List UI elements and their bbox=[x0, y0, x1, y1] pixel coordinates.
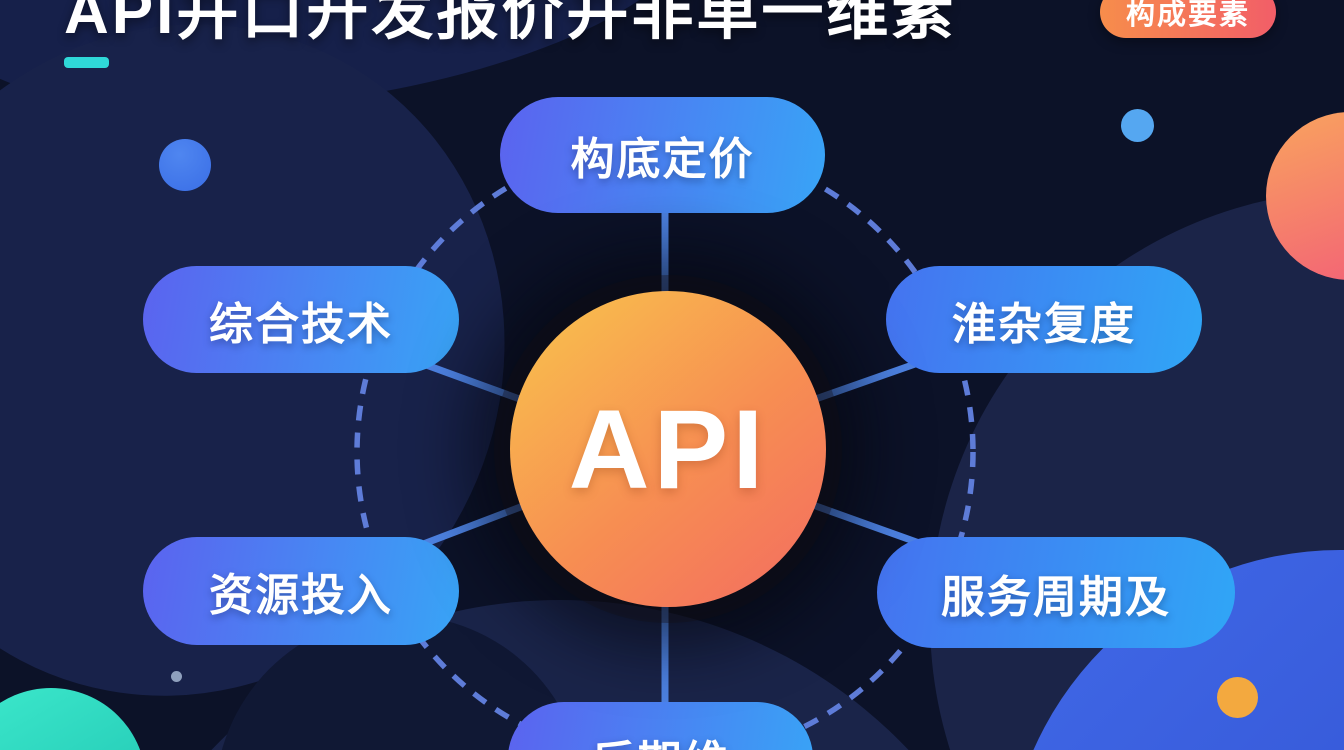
node-complexity: 淮杂复度 bbox=[886, 266, 1202, 373]
orange-dot-decoration bbox=[1217, 677, 1258, 718]
node-maintenance: 后期维 bbox=[508, 702, 813, 750]
blue-circle-decoration-right bbox=[1121, 109, 1154, 142]
node-resources: 资源投入 bbox=[143, 537, 459, 645]
page-title: API并口开发报价并非单一维素 bbox=[64, 0, 957, 47]
node-tech: 综合技术 bbox=[143, 266, 459, 373]
dashed-ring bbox=[354, 141, 976, 750]
header-badge: 构成要素 bbox=[1100, 0, 1277, 38]
node-base-pricing: 构底定价 bbox=[500, 97, 825, 213]
node-label: 淮杂复度 bbox=[952, 299, 1136, 349]
node-label: 资源投入 bbox=[209, 571, 393, 620]
node-label: 构底定价 bbox=[570, 135, 755, 184]
api-label: API bbox=[568, 386, 768, 512]
blue-circle-decoration-left bbox=[159, 139, 211, 191]
node-label: 综合技术 bbox=[209, 299, 393, 349]
node-label: 服务周期及 bbox=[941, 572, 1171, 622]
gray-dot-decoration bbox=[171, 671, 182, 682]
node-label: 后期维 bbox=[592, 726, 730, 750]
node-service-cycle: 服务周期及 bbox=[877, 537, 1235, 648]
api-center-circle: API bbox=[510, 291, 826, 607]
badge-label: 构成要素 bbox=[1126, 0, 1251, 31]
title-underline bbox=[64, 57, 109, 68]
